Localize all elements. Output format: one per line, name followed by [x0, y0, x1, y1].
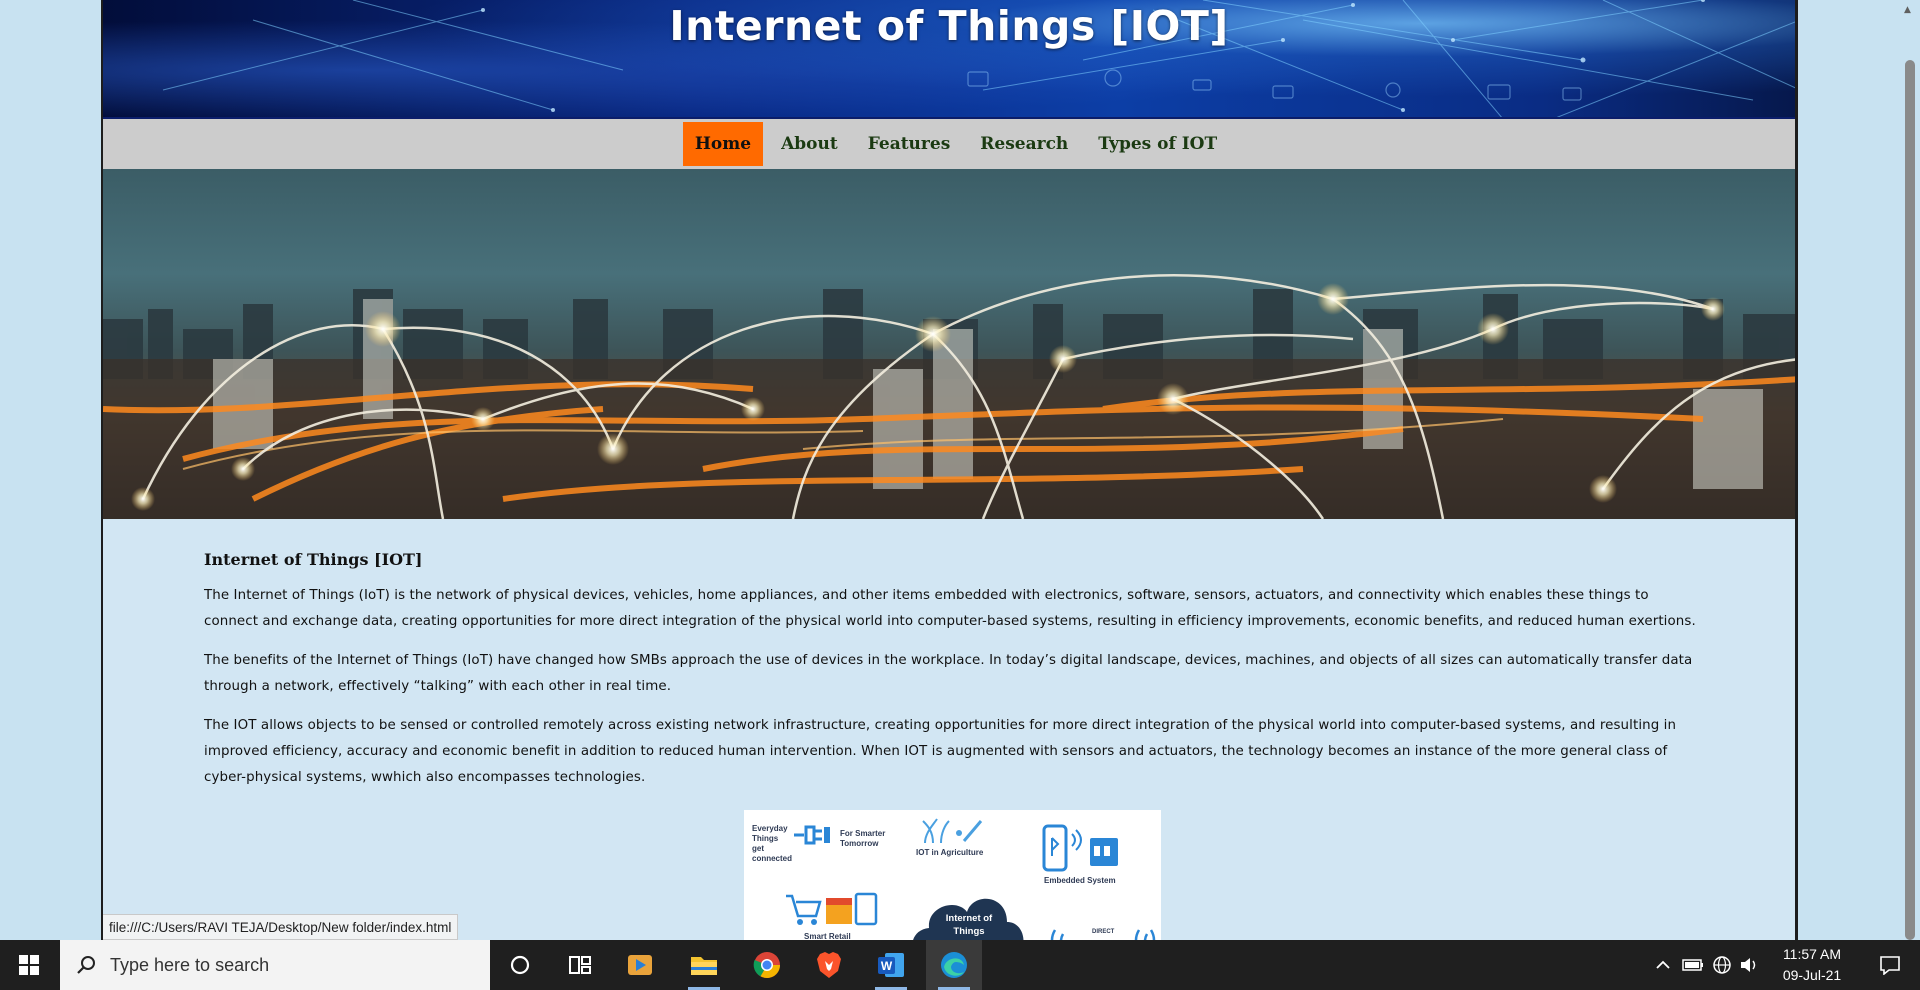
media-player-icon[interactable]: [612, 940, 668, 990]
infographic-label-direct: DIRECT: [1092, 929, 1115, 935]
volume-icon[interactable]: [1736, 940, 1762, 990]
scroll-up-arrow-icon[interactable]: ▲: [1904, 5, 1911, 15]
page-container: Internet of Things [IOT] Home About Feat…: [101, 0, 1798, 940]
nav-item-about[interactable]: About: [781, 134, 838, 154]
infographic-label-agriculture: IOT in Agriculture: [916, 848, 984, 857]
infographic-label-embedded: Embedded System: [1044, 876, 1116, 885]
agriculture-icon: [922, 818, 983, 844]
windows-taskbar: Type here to search W 11:57 AM 09-Jul-21: [0, 940, 1920, 990]
nav-item-types-of-iot[interactable]: Types of IOT: [1098, 134, 1218, 154]
plug-icon: [794, 825, 830, 845]
scroll-thumb[interactable]: [1905, 60, 1915, 940]
windows-start-icon[interactable]: [0, 940, 58, 990]
edge-icon[interactable]: [926, 940, 982, 990]
infographic-label-center: Internet of Things: [945, 913, 993, 937]
nav-item-home[interactable]: Home: [682, 122, 764, 166]
infographic-label-everyday: Everyday Things get connected: [752, 824, 793, 863]
cortana-icon[interactable]: [492, 940, 548, 990]
network-globe-icon[interactable]: [1708, 940, 1736, 990]
show-hidden-icons-chevron-icon[interactable]: [1648, 940, 1678, 990]
nav-item-features[interactable]: Features: [867, 134, 951, 154]
paragraph-1: The Internet of Things (IoT) is the netw…: [204, 588, 1696, 629]
main-content: Internet of Things [IOT] The Internet of…: [204, 550, 1699, 804]
cloud-icon: [913, 898, 1024, 940]
taskbar-search-placeholder: Type here to search: [110, 954, 270, 975]
task-view-icon[interactable]: [552, 940, 608, 990]
battery-icon[interactable]: [1680, 940, 1706, 990]
word-icon[interactable]: W: [863, 940, 919, 990]
infographic-label-retail: Smart Retail: [804, 932, 851, 940]
hero-city-image: [103, 169, 1795, 519]
header-banner: Internet of Things [IOT]: [103, 0, 1795, 119]
content-heading: Internet of Things [IOT]: [204, 550, 423, 569]
svg-text:W: W: [881, 959, 893, 973]
infographic-label-smarter: For Smarter Tomorrow: [840, 829, 886, 848]
clock-date: 09-Jul-21: [1782, 967, 1842, 983]
notification-center-icon[interactable]: [1865, 940, 1915, 990]
brave-icon[interactable]: [801, 940, 857, 990]
site-title: Internet of Things [IOT]: [669, 2, 1229, 50]
main-nav: Home About Features Research Types of IO…: [103, 119, 1795, 169]
embedded-system-icon: [1042, 824, 1118, 872]
page-scrollbar[interactable]: ▲: [1898, 0, 1920, 940]
search-icon: [77, 956, 95, 974]
wireless-icon: [1050, 929, 1156, 940]
paragraph-2: The benefits of the Internet of Things (…: [204, 653, 1693, 694]
taskbar-search-box[interactable]: Type here to search: [60, 940, 490, 990]
iot-infographic-image: Everyday Things get connected For Smarte…: [744, 810, 1161, 940]
clock-time: 11:57 AM: [1782, 946, 1842, 962]
network-pattern-graphic: [162, 0, 1795, 117]
taskbar-clock[interactable]: 11:57 AM 09-Jul-21: [1762, 944, 1862, 986]
file-explorer-icon[interactable]: [676, 940, 732, 990]
smart-retail-icon: [786, 892, 878, 926]
chrome-icon[interactable]: [739, 940, 795, 990]
paragraph-3: The IOT allows objects to be sensed or c…: [204, 718, 1677, 785]
status-bar-url: file:///C:/Users/RAVI TEJA/Desktop/New f…: [103, 914, 459, 940]
nav-item-research[interactable]: Research: [980, 134, 1069, 154]
